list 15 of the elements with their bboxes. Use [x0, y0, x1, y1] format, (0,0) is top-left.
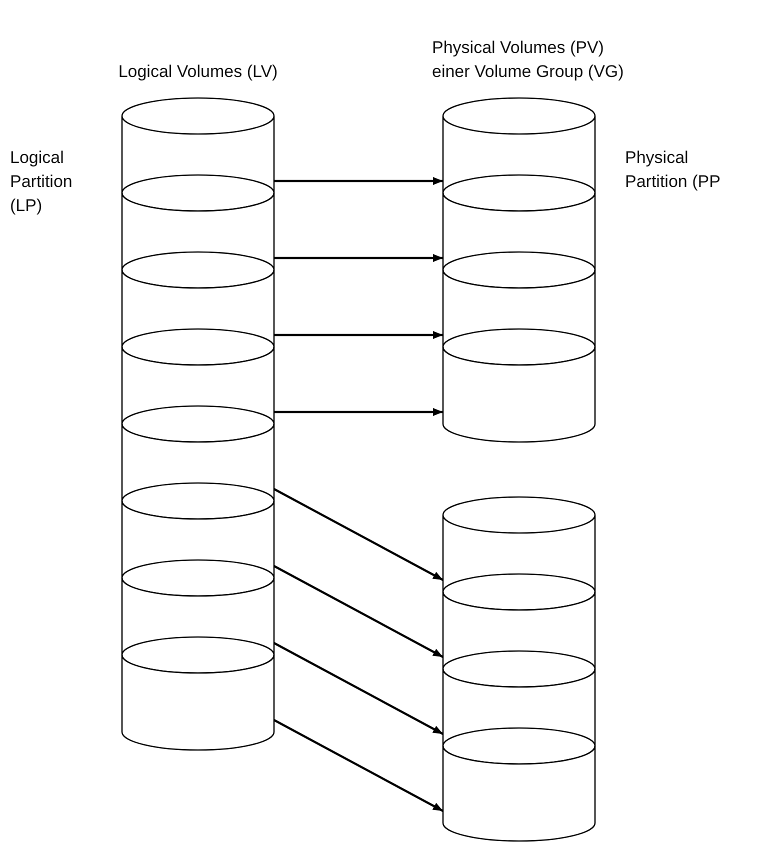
arrow: [273, 565, 444, 658]
diagram-label: Physical Partition (PP: [625, 147, 722, 193]
arrow: [273, 642, 444, 735]
arrow: [273, 719, 444, 812]
diagram-label: Physical Volumes (PV) einer Volume Group (VG): [432, 37, 625, 83]
arrow: [274, 331, 443, 339]
cylinder-segment: [443, 329, 595, 442]
arrow: [274, 177, 443, 185]
arrow: [273, 488, 444, 581]
diagram-label: Logical Volumes (LV): [117, 61, 279, 83]
cylinder-segment: [122, 637, 274, 750]
arrow: [274, 254, 443, 262]
cylinder-segment: [443, 728, 595, 841]
diagram-label: Logical Partition (LP): [10, 147, 74, 217]
arrow: [274, 408, 443, 416]
